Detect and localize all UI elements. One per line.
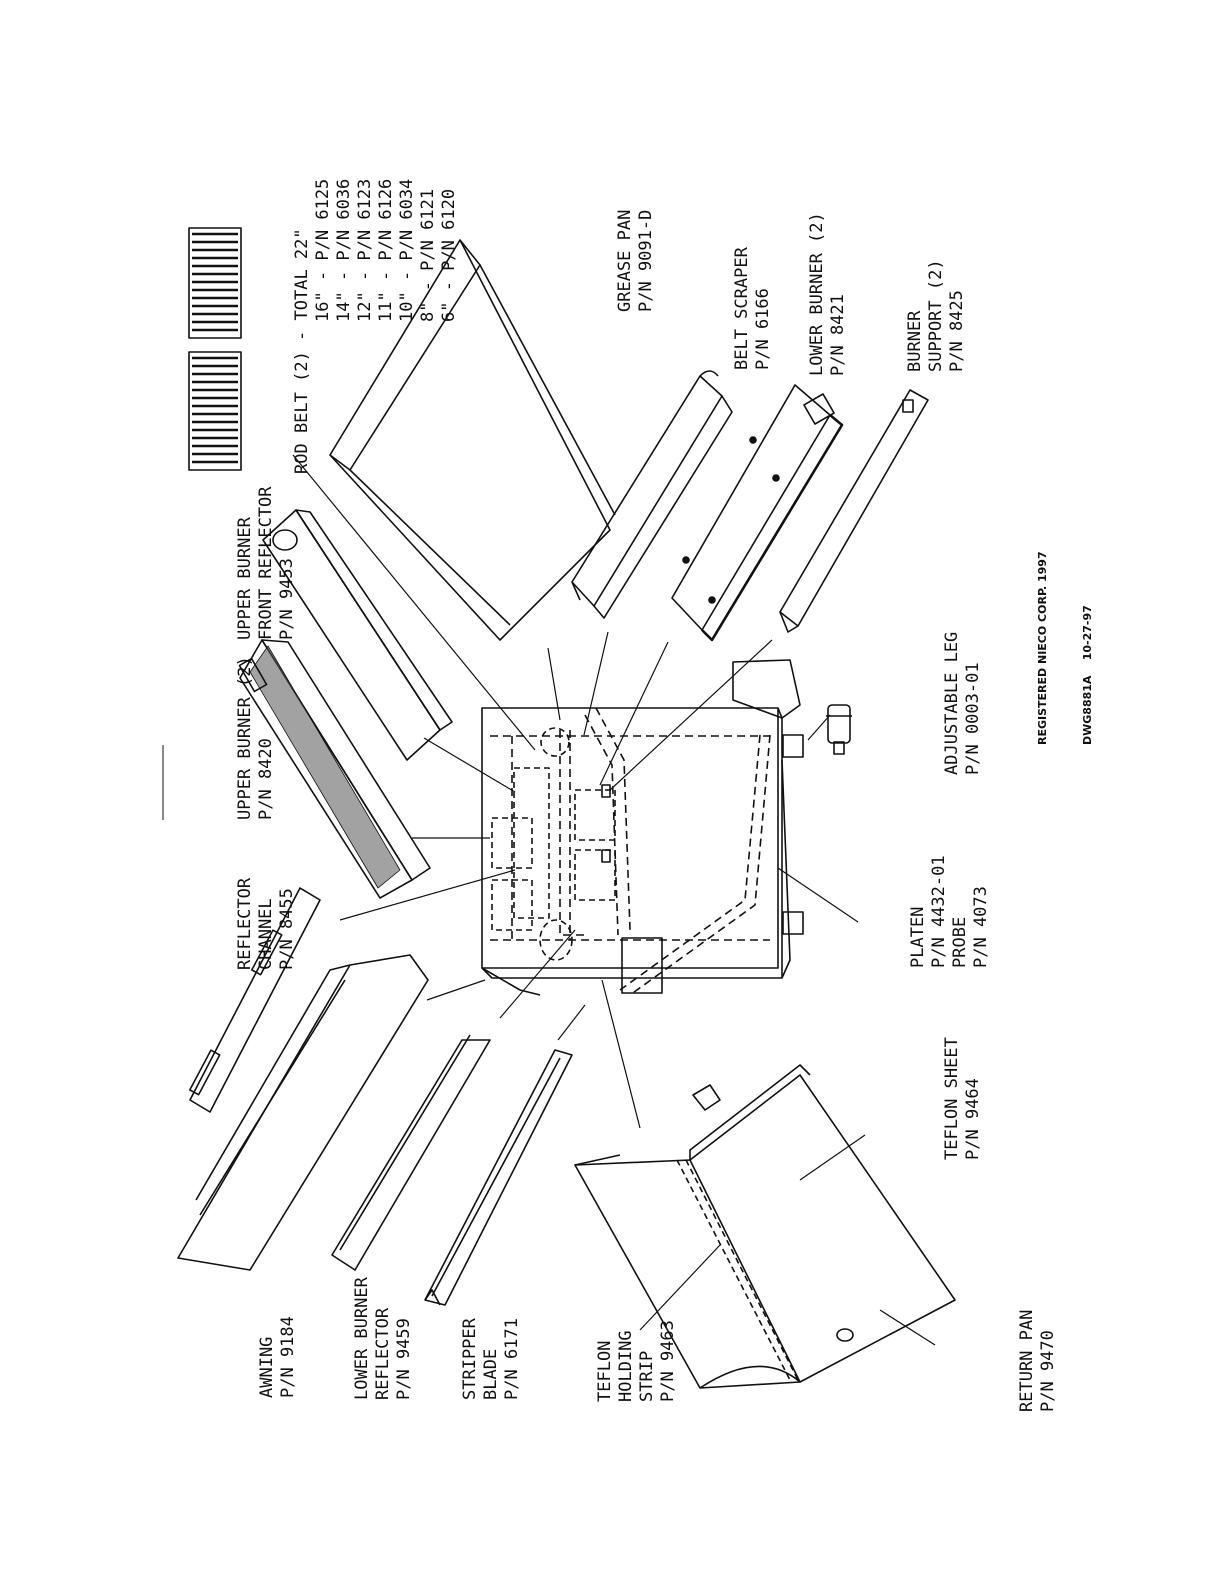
lower-burner-part bbox=[671, 384, 844, 642]
reflector-channel-part bbox=[188, 887, 321, 1113]
return-pan-part bbox=[574, 1064, 956, 1389]
stripper-blade-part bbox=[424, 1049, 573, 1306]
teflon-holding-strip-part bbox=[676, 1159, 799, 1381]
broiler-cabinet bbox=[481, 659, 804, 996]
upper-burner-front-reflector-part bbox=[262, 509, 453, 761]
burner-support-part bbox=[779, 389, 929, 633]
upper-burner-part bbox=[238, 639, 431, 899]
drawing-number-and-date: DWG8881A 10-27-97 bbox=[1081, 605, 1094, 745]
adjustable-leg-part bbox=[826, 704, 852, 755]
upper-burner-label: UPPER BURNER (2)P/N 8420 bbox=[235, 656, 276, 820]
leader-lines bbox=[292, 454, 936, 1346]
copyright-text: REGISTERED NIECO CORP. 1997 bbox=[1036, 551, 1049, 745]
lower-burner-label: LOWER BURNER (2)P/N 8421 bbox=[807, 212, 848, 376]
rod-belt-grid-right bbox=[188, 227, 242, 339]
awning-part bbox=[177, 954, 429, 1271]
belt-scraper-part bbox=[571, 370, 733, 619]
rod-belt-grid-left bbox=[188, 351, 242, 471]
lower-burner-reflector-part bbox=[331, 1034, 491, 1271]
grease-pan-part bbox=[329, 239, 616, 641]
title-block: REGISTERED NIECO CORP. 1997 DWG8881A 10-… bbox=[1005, 551, 1110, 745]
